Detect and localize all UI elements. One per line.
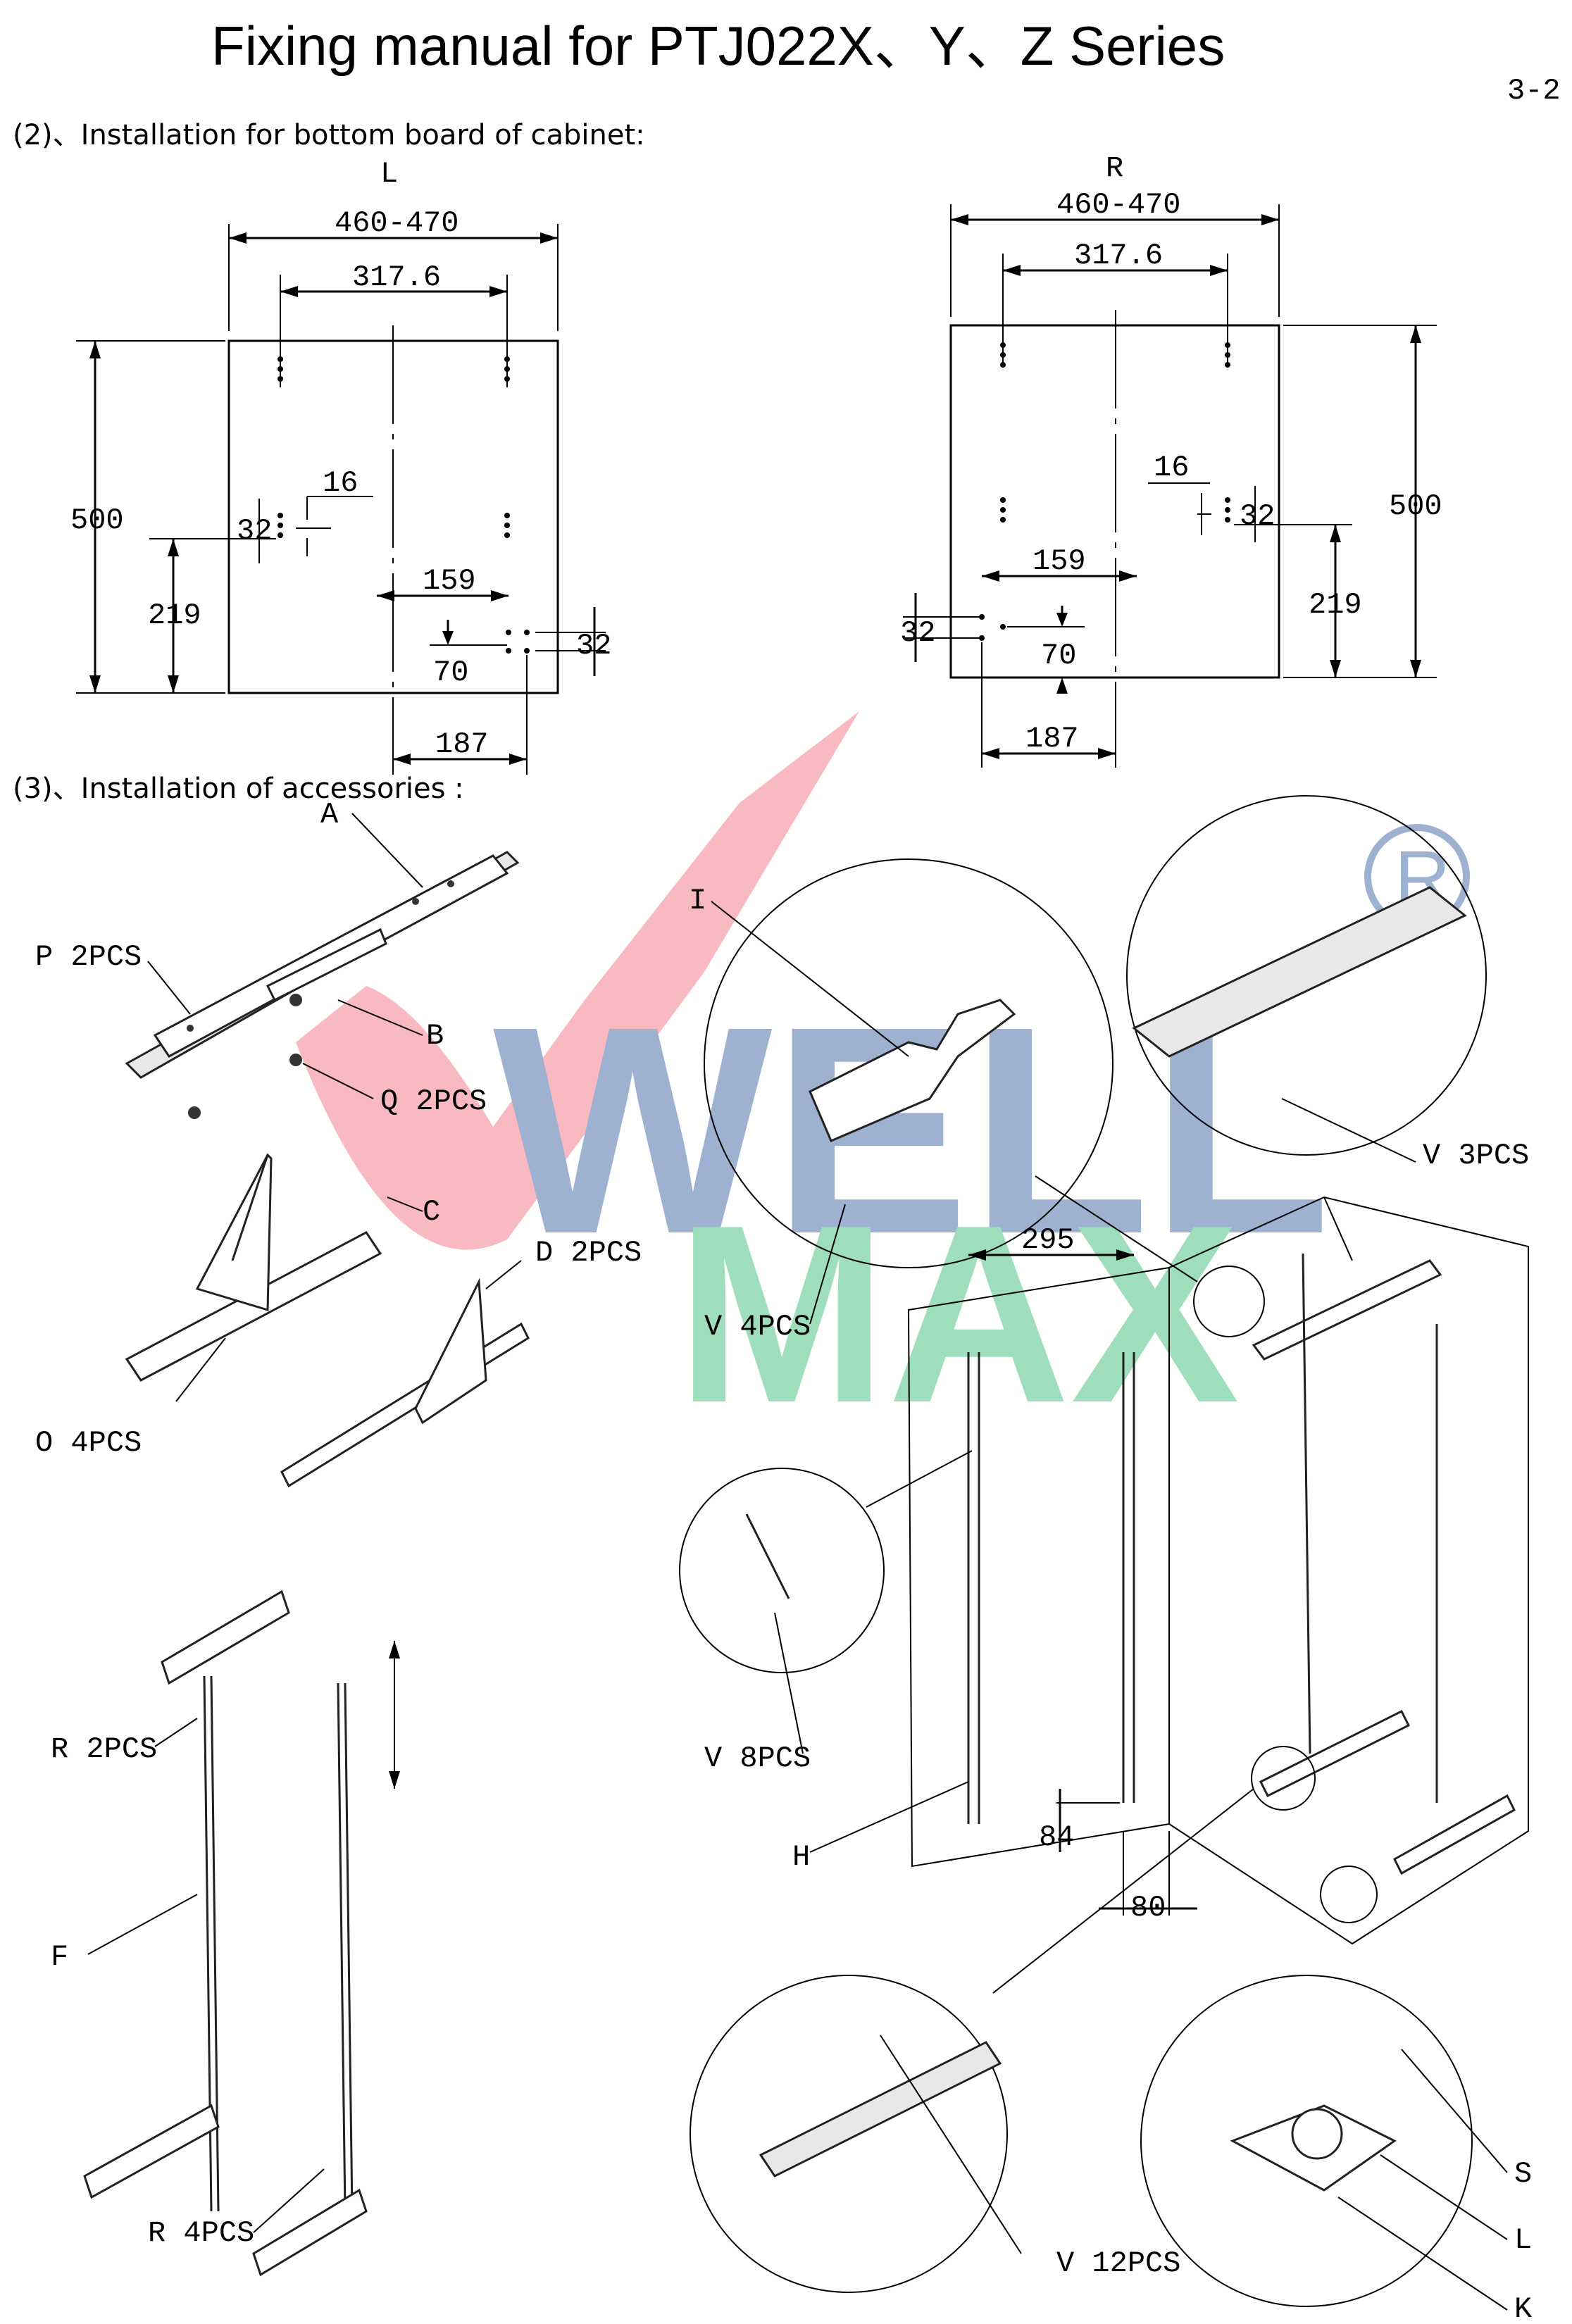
right-hole-dots bbox=[979, 342, 1230, 641]
section-accessories-heading: (3)、Installation of accessories : bbox=[13, 773, 464, 805]
left-32-a: 32 bbox=[237, 514, 272, 548]
leader-F bbox=[87, 1894, 198, 1955]
right-32-b: 32 bbox=[900, 616, 935, 650]
right-height: 500 bbox=[1389, 489, 1442, 523]
page-number: 3-2 bbox=[1507, 74, 1561, 108]
detail-circle-foot: S L K bbox=[1140, 1975, 1533, 2324]
right-width-range: 460-470 bbox=[1056, 188, 1180, 222]
right-board-drawing: R 460-470 317.6 500 219 bbox=[900, 151, 1442, 768]
label-P: P 2PCS bbox=[35, 940, 142, 974]
label-I: I bbox=[689, 884, 706, 918]
leader-H bbox=[809, 1781, 969, 1853]
label-C: C bbox=[423, 1195, 440, 1229]
left-board-drawing: L 460-470 317.6 bbox=[70, 157, 611, 775]
label-K: K bbox=[1514, 2292, 1533, 2324]
label-S: S bbox=[1514, 2157, 1532, 2191]
dim-80: 80 bbox=[1130, 1891, 1166, 1925]
leader-B bbox=[337, 999, 423, 1036]
right-219: 219 bbox=[1309, 588, 1362, 622]
leader-Q bbox=[302, 1063, 374, 1099]
left-width-range: 460-470 bbox=[335, 206, 458, 240]
right-187: 187 bbox=[1025, 722, 1079, 756]
right-70: 70 bbox=[1041, 639, 1076, 673]
label-F: F bbox=[51, 1940, 68, 1974]
dim-84: 84 bbox=[1039, 1820, 1074, 1854]
right-16: 16 bbox=[1154, 451, 1189, 485]
leader-R-top bbox=[154, 1718, 198, 1747]
frame-F: R 2PCS F R 4PCS bbox=[51, 1589, 400, 2277]
detail-circle-V8: V 8PCS bbox=[679, 1468, 885, 1775]
section-bottom-board-heading: (2)、Installation for bottom board of cab… bbox=[13, 119, 645, 151]
label-B: B bbox=[426, 1019, 444, 1053]
label-R-top: R 2PCS bbox=[51, 1732, 157, 1766]
label-A: A bbox=[320, 798, 339, 832]
left-side-label: L bbox=[380, 157, 398, 191]
slide-rail-assembly: A P 2PCS B Q 2PCS bbox=[35, 798, 520, 1119]
watermark-red-swoosh bbox=[296, 711, 859, 1250]
leader-D bbox=[485, 1260, 522, 1289]
detail-circle-V3: V 3PCS bbox=[1126, 795, 1529, 1173]
leader-O bbox=[175, 1337, 226, 1402]
left-height: 500 bbox=[70, 504, 124, 537]
leader-V4 bbox=[809, 1204, 846, 1325]
page-title: Fixing manual for PTJ022X、Y、Z Series bbox=[211, 15, 1225, 77]
leader-C bbox=[387, 1197, 423, 1212]
detail-circle-V12: V 12PCS bbox=[690, 1975, 1180, 2293]
leader-K bbox=[1337, 2197, 1508, 2311]
leader-I bbox=[711, 901, 909, 1057]
detail-circle-I: I V 4PCS bbox=[689, 858, 1114, 1344]
label-V12: V 12PCS bbox=[1056, 2247, 1180, 2280]
leader-P bbox=[147, 961, 191, 1015]
right-hole-spacing: 317.6 bbox=[1074, 239, 1163, 273]
label-R-bottom: R 4PCS bbox=[148, 2216, 254, 2250]
label-H: H bbox=[792, 1840, 810, 1874]
left-159: 159 bbox=[423, 564, 476, 598]
left-hole-dots bbox=[277, 356, 530, 654]
leader-R-bottom bbox=[253, 2168, 325, 2233]
label-D: D 2PCS bbox=[535, 1236, 642, 1270]
bracket-C-assembly: C O 4PCS bbox=[35, 1153, 440, 1460]
leader-V12 bbox=[880, 2035, 1022, 2254]
right-32-a: 32 bbox=[1240, 499, 1275, 533]
label-O: O 4PCS bbox=[35, 1426, 142, 1460]
label-L: L bbox=[1514, 2223, 1532, 2257]
left-16: 16 bbox=[323, 466, 358, 500]
left-187: 187 bbox=[435, 727, 489, 761]
dim-295: 295 bbox=[1021, 1223, 1075, 1257]
label-V8: V 8PCS bbox=[704, 1742, 811, 1775]
left-hole-spacing: 317.6 bbox=[352, 261, 441, 294]
leader-L bbox=[1380, 2154, 1508, 2240]
right-159: 159 bbox=[1033, 544, 1086, 578]
leader-V8 bbox=[774, 1612, 804, 1754]
watermark-max: MAX bbox=[676, 1173, 1241, 1456]
leader-V3 bbox=[1281, 1098, 1416, 1163]
left-32-b: 32 bbox=[576, 629, 611, 663]
right-side-label: R bbox=[1106, 151, 1123, 185]
left-219: 219 bbox=[148, 599, 201, 632]
label-Q: Q 2PCS bbox=[380, 1085, 487, 1118]
leader-A bbox=[351, 813, 423, 888]
bracket-D-assembly: D 2PCS bbox=[280, 1236, 642, 1488]
cabinet-assembly: 295 84 80 H bbox=[792, 1175, 1529, 1994]
wellmax-watermark: WELL MAX R bbox=[296, 711, 1470, 1456]
label-V4: V 4PCS bbox=[704, 1310, 811, 1344]
label-V3: V 3PCS bbox=[1423, 1139, 1529, 1173]
left-70: 70 bbox=[433, 656, 468, 689]
leader-S bbox=[1401, 2049, 1508, 2173]
